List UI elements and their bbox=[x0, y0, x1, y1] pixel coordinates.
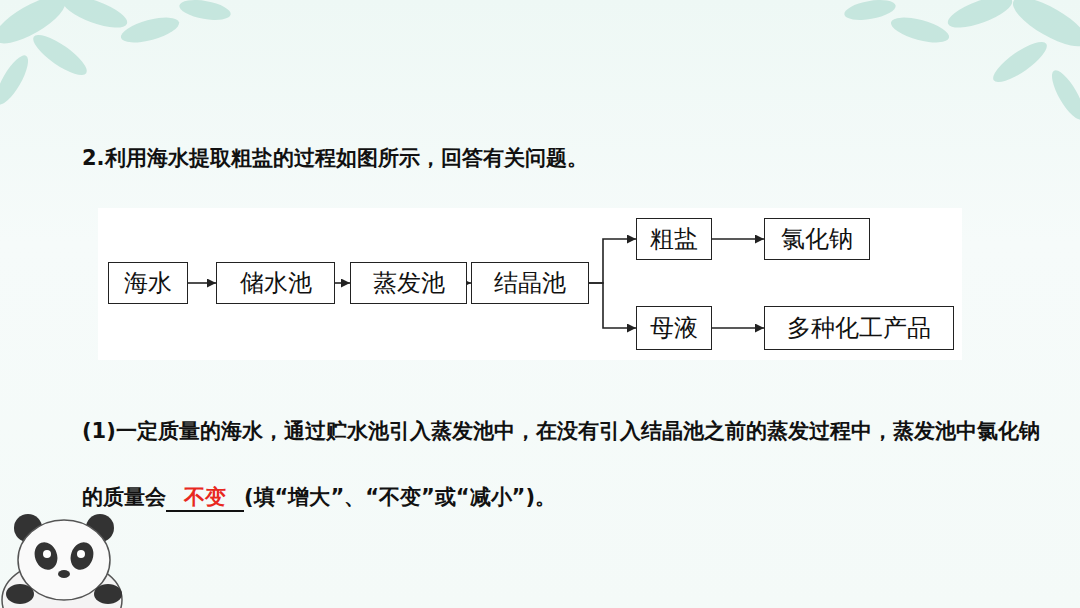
flow-arrow bbox=[712, 327, 764, 329]
box-label: 多种化工产品 bbox=[787, 314, 931, 343]
question-text: (1)一定质量的海水，通过贮水池引入蒸发池中，在没有引入结晶池之前的蒸发过程中，… bbox=[82, 398, 1042, 530]
flow-arrow bbox=[712, 238, 764, 240]
flow-arrow bbox=[589, 283, 636, 328]
flow-arrow bbox=[188, 282, 216, 284]
box-label: 母液 bbox=[650, 314, 698, 343]
leaves-left bbox=[0, 0, 232, 109]
question-part: (填“增大”、“不变”或“减小”)。 bbox=[244, 485, 556, 509]
process-box: 母液 bbox=[636, 306, 712, 350]
panda bbox=[2, 514, 122, 608]
box-label: 蒸发池 bbox=[373, 269, 445, 298]
title: 2.利用海水提取粗盐的过程如图所示，回答有关问题。 bbox=[82, 144, 588, 172]
process-box: 氯化钠 bbox=[764, 218, 870, 260]
process-box: 多种化工产品 bbox=[764, 306, 954, 350]
box-label: 结晶池 bbox=[494, 269, 566, 298]
box-label: 粗盐 bbox=[650, 225, 698, 254]
process-box: 粗盐 bbox=[636, 218, 712, 260]
process-box: 储水池 bbox=[216, 262, 335, 304]
flow-arrow bbox=[589, 239, 636, 283]
flow-arrow bbox=[335, 282, 350, 284]
process-box: 结晶池 bbox=[471, 262, 589, 304]
answer-text: 不变 bbox=[166, 484, 244, 512]
box-label: 储水池 bbox=[240, 269, 312, 298]
leaves-right bbox=[843, 0, 1080, 124]
box-label: 氯化钠 bbox=[781, 225, 853, 254]
box-label: 海水 bbox=[124, 269, 172, 298]
process-box: 海水 bbox=[108, 262, 188, 304]
process-box: 蒸发池 bbox=[350, 262, 467, 304]
